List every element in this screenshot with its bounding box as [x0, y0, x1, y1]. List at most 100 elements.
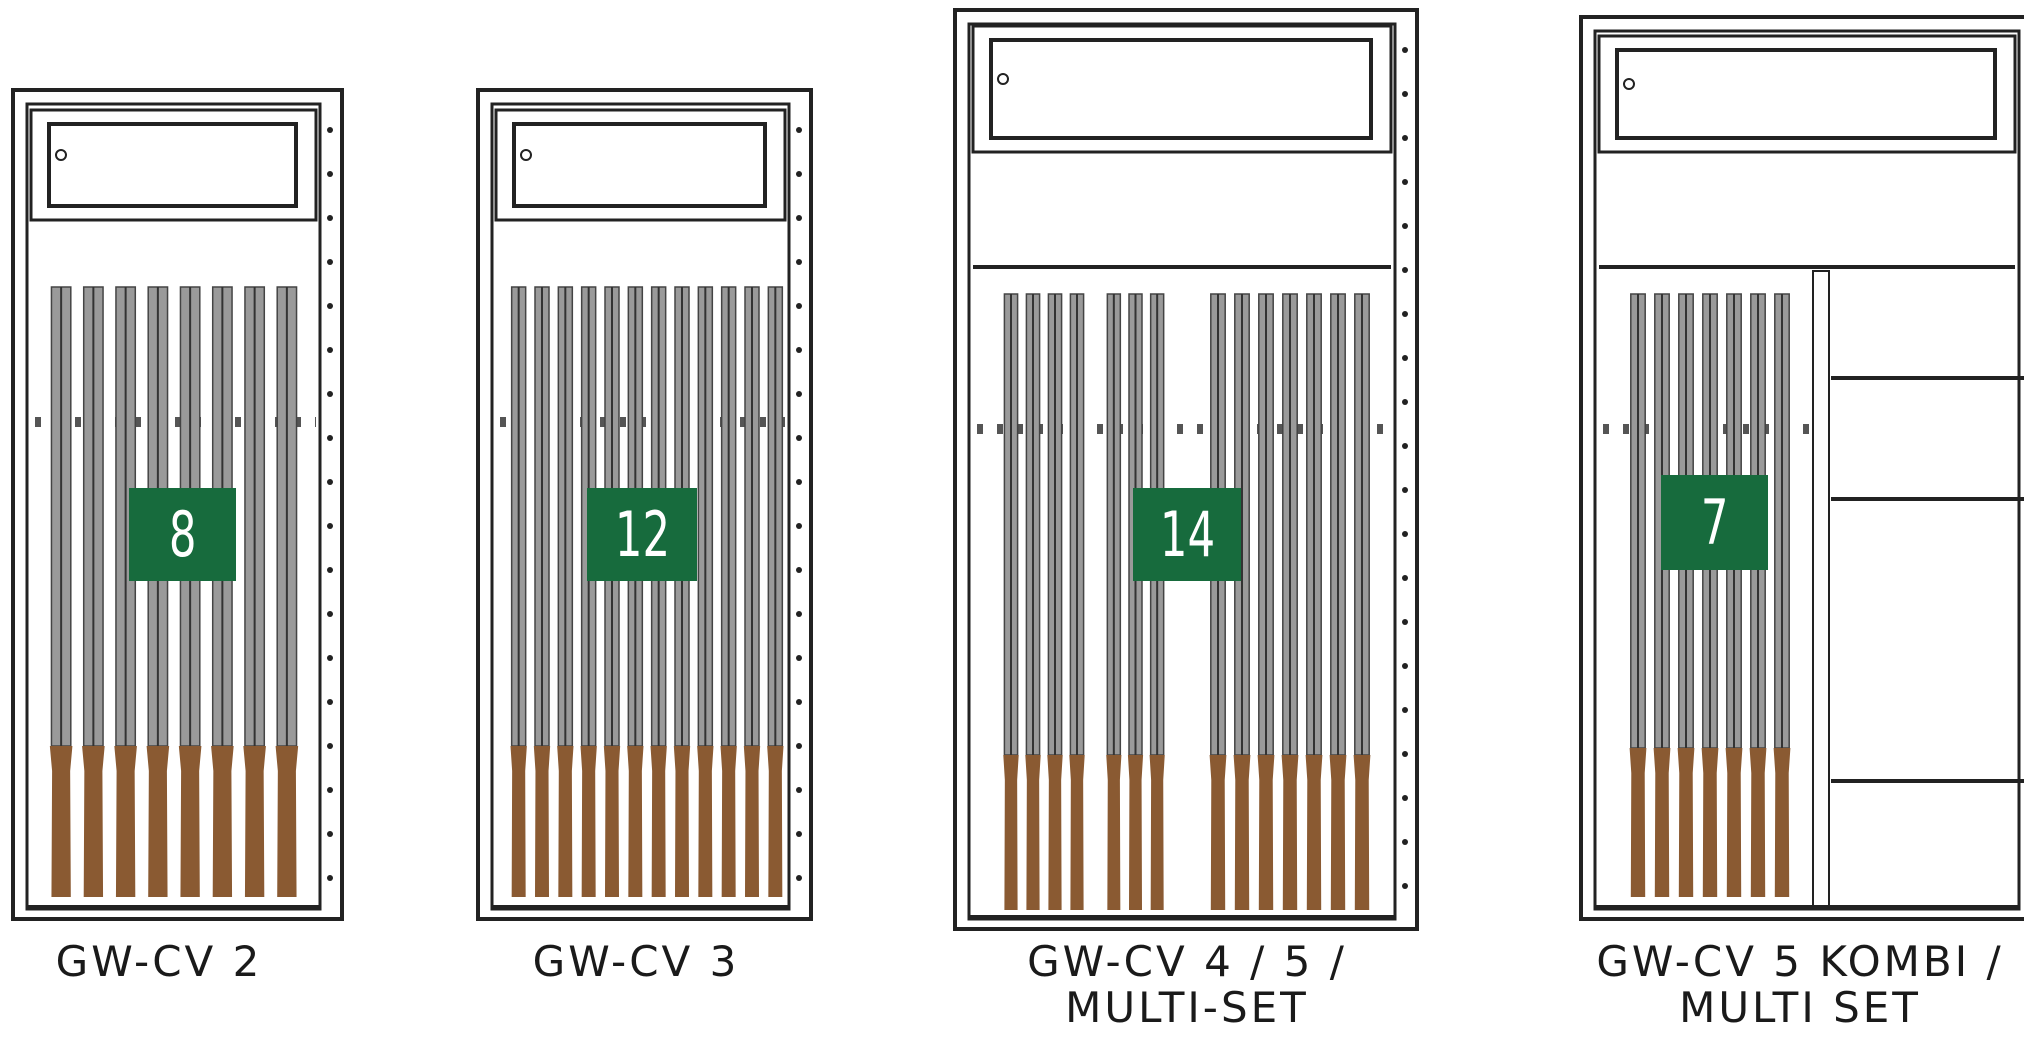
rail-hole	[1402, 839, 1408, 845]
rail-hole	[327, 215, 333, 221]
rail-hole	[327, 523, 333, 529]
rail-hole	[1402, 443, 1408, 449]
rail-hole	[796, 171, 802, 177]
gun-stock	[1353, 755, 1371, 910]
rail-hole	[796, 611, 802, 617]
capacity-badge-3: 14	[1133, 488, 1241, 581]
gun-stock	[627, 746, 644, 897]
gun-stock	[1127, 755, 1144, 910]
rail-hole	[1402, 47, 1408, 53]
capacity-badge-1: 8	[129, 488, 236, 581]
rail-hole	[327, 259, 333, 265]
rail-hole	[327, 655, 333, 661]
gun-stock	[580, 746, 597, 897]
rail-hole	[796, 259, 802, 265]
gun-stock	[1025, 755, 1041, 910]
model-name: GW-CV 3	[532, 937, 740, 986]
gun-stock	[1329, 755, 1347, 910]
gun-stock	[211, 746, 234, 897]
rail-hole	[796, 523, 802, 529]
capacity-value: 14	[1159, 498, 1215, 571]
gun-stock	[1629, 748, 1647, 897]
rail-hole	[796, 655, 802, 661]
model-name: GW-CV 5 KOMBI /	[1596, 937, 2004, 986]
rail-hole	[1402, 179, 1408, 185]
lock-icon	[997, 73, 1009, 85]
rail-hole	[1402, 487, 1408, 493]
rail-hole	[796, 303, 802, 309]
rail-hole	[796, 391, 802, 397]
gun-stock	[1257, 755, 1275, 910]
gun-stock	[1305, 755, 1323, 910]
rail-hole	[1402, 883, 1408, 889]
rail-hole	[1402, 311, 1408, 317]
gun-stock	[275, 746, 299, 897]
rail-hole	[327, 699, 333, 705]
gun-stock	[1233, 755, 1251, 910]
capacity-value: 12	[614, 498, 670, 571]
gun-stock	[1106, 755, 1122, 910]
gun-stock	[49, 746, 73, 897]
rail-hole	[1402, 795, 1408, 801]
gun-stock	[510, 746, 527, 897]
rail-hole	[1402, 663, 1408, 669]
rail-hole	[327, 347, 333, 353]
lock-icon	[55, 149, 67, 161]
top-compartment-door	[1615, 48, 1997, 140]
rail-hole	[796, 831, 802, 837]
gun-stock	[82, 746, 105, 897]
rail-hole	[327, 831, 333, 837]
rail-hole	[1402, 531, 1408, 537]
gun-stock	[533, 746, 551, 897]
rail-hole	[796, 215, 802, 221]
lock-icon	[1623, 78, 1635, 90]
gun-stock	[650, 746, 667, 897]
rail-hole	[796, 875, 802, 881]
model-label-4: GW-CV 5 KOMBI /MULTI SET	[1596, 939, 2003, 1031]
rail-hole	[1402, 223, 1408, 229]
capacity-value: 8	[168, 498, 197, 571]
rail-hole	[1402, 91, 1408, 97]
gun-stock	[673, 746, 691, 897]
gun-stock	[1701, 748, 1719, 897]
gun-stock	[1773, 748, 1791, 897]
gun-stock	[243, 746, 266, 897]
rail-hole	[796, 743, 802, 749]
gun-stock	[720, 746, 737, 897]
rail-hole	[796, 127, 802, 133]
rail-hole	[1402, 399, 1408, 405]
rail-hole	[796, 479, 802, 485]
model-name-line2: MULTI SET	[1679, 983, 1921, 1032]
rail-hole	[327, 303, 333, 309]
rail-hole	[796, 787, 802, 793]
model-name: GW-CV 4 / 5 /	[1027, 937, 1347, 986]
rail-hole	[327, 127, 333, 133]
gun-stock	[1725, 748, 1743, 897]
rail-hole	[327, 611, 333, 617]
rail-hole	[1402, 355, 1408, 361]
rail-hole	[1402, 619, 1408, 625]
gun-stock	[1149, 755, 1165, 910]
capacity-badge-4: 7	[1661, 475, 1768, 570]
gun-stock	[767, 746, 784, 897]
rail-hole	[796, 435, 802, 441]
rail-hole	[327, 391, 333, 397]
top-compartment-door	[47, 122, 298, 208]
model-label-3: GW-CV 4 / 5 /MULTI-SET	[1027, 939, 1347, 1031]
rail-hole	[1402, 575, 1408, 581]
gun-stock	[1209, 755, 1227, 910]
rail-hole	[796, 699, 802, 705]
rail-hole	[327, 479, 333, 485]
gun-stock	[1749, 748, 1767, 897]
gun-stock	[603, 746, 621, 897]
gun-stock	[1653, 748, 1671, 897]
rail-hole	[327, 787, 333, 793]
model-name: GW-CV 2	[55, 937, 263, 986]
rail-hole	[796, 347, 802, 353]
rail-hole	[327, 743, 333, 749]
rail-hole	[327, 875, 333, 881]
rail-hole	[1402, 267, 1408, 273]
rail-hole	[1402, 707, 1408, 713]
capacity-badge-2: 12	[587, 488, 697, 581]
